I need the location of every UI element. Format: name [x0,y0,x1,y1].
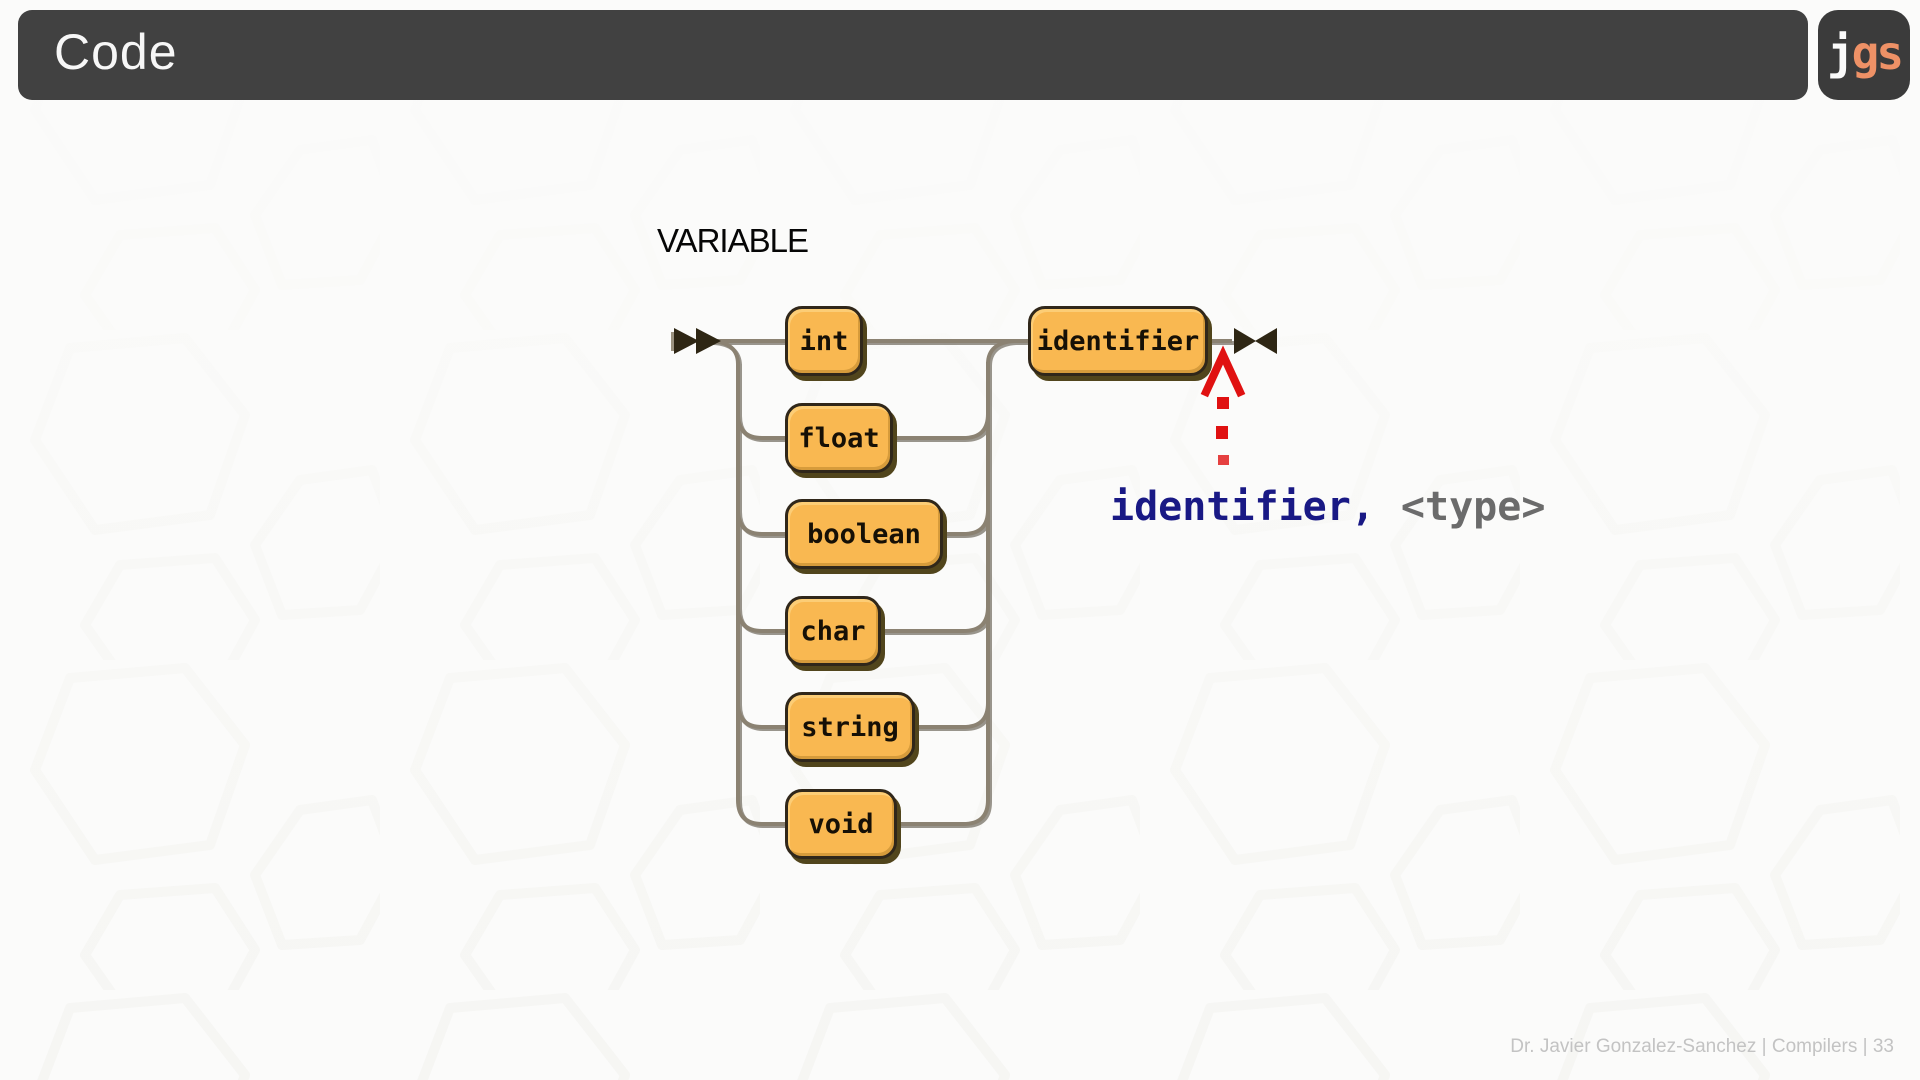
type-box-float: float [785,403,893,473]
annotation-text: identifier, <type> [1110,484,1545,530]
footer-credit: Dr. Javier Gonzalez-Sanchez | Compilers … [1510,1036,1894,1057]
type-box-void: void [785,789,897,859]
logo-badge: j gs [1818,10,1910,100]
type-box-string: string [785,692,915,762]
terminal-box-identifier: identifier [1028,306,1208,376]
start-arrow-icon [671,328,721,354]
diagram-heading: VARIABLE [657,222,809,259]
header-bar: Code [18,10,1808,100]
logo-letters-gs: gs [1851,26,1904,80]
type-box-boolean: boolean [785,499,943,569]
logo-letter-j: j [1826,26,1855,80]
annotation-type: <type> [1400,484,1546,530]
red-pointer-icon [1200,345,1246,465]
rail-lines [700,339,1234,828]
type-box-char: char [785,596,881,666]
type-box-int: int [785,306,863,376]
end-arrow-icon [1234,328,1277,354]
header-title: Code [54,24,178,80]
annotation-identifier: identifier, [1110,484,1375,530]
